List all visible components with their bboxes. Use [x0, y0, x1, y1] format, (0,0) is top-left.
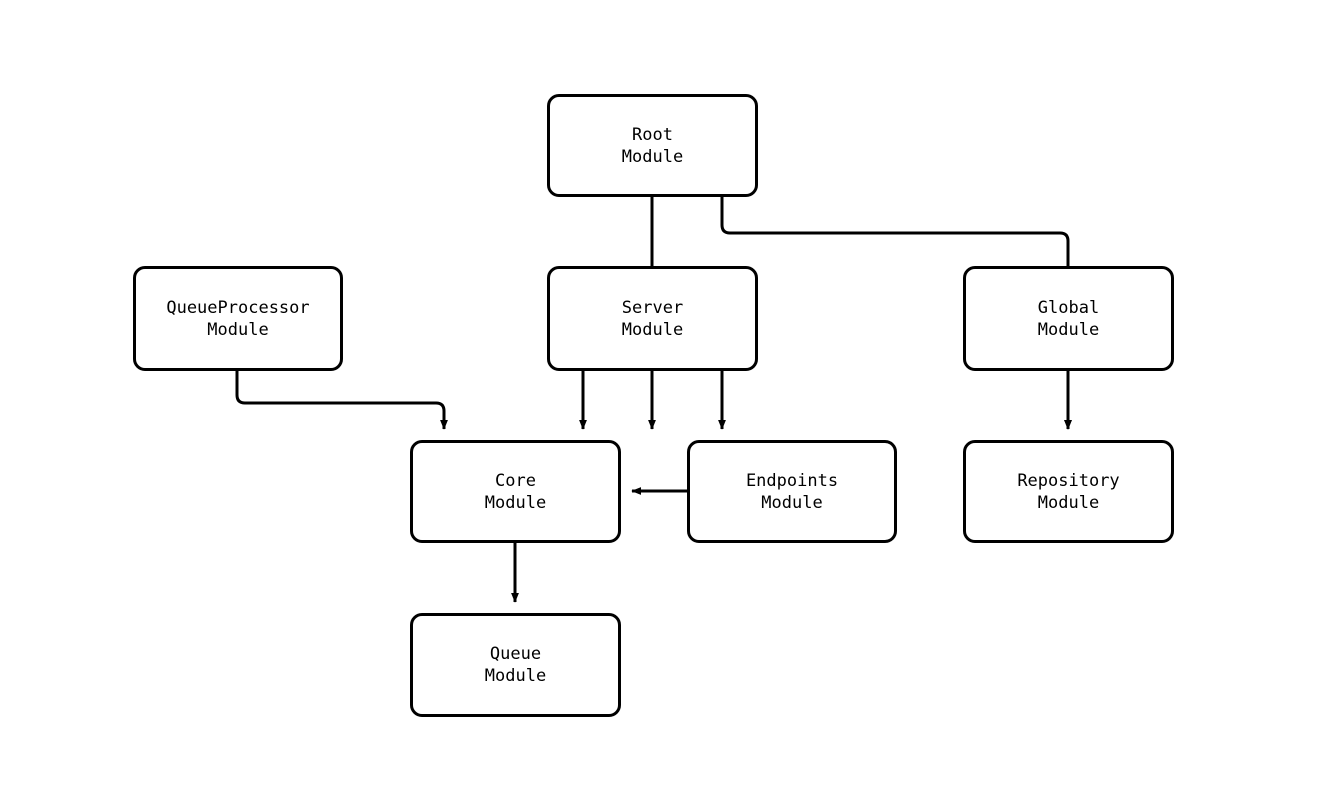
node-label-line1: Server: [621, 297, 684, 318]
queue-module-node[interactable]: Queue Module: [410, 613, 621, 717]
node-label-line1: Queue: [489, 644, 542, 664]
node-label-line2: Module: [484, 666, 547, 686]
repository-module-node[interactable]: Repository Module: [963, 440, 1174, 543]
node-label-line2: Module: [484, 492, 547, 513]
node-label-line1: Repository: [1017, 470, 1120, 491]
node-label-line2: Module: [1037, 492, 1100, 513]
node-label-line2: Module: [207, 319, 269, 340]
node-label-line1: Core: [495, 470, 536, 491]
node-label-line2: Module: [621, 319, 684, 340]
server-module-node[interactable]: Server Module: [547, 266, 758, 371]
root-module-node[interactable]: Root Module: [547, 94, 758, 197]
edge-root-to-global: [720, 197, 1072, 430]
node-label-line1: Endpoints: [745, 470, 839, 491]
global-module-node[interactable]: Global Module: [963, 266, 1174, 371]
queueprocessor-module-node[interactable]: QueueProcessor Module: [133, 266, 343, 371]
node-label-line2: Module: [1037, 319, 1100, 340]
node-label-line2: Module: [761, 492, 823, 513]
node-label-line1: Root: [632, 124, 673, 145]
node-label-line1: Global: [1037, 297, 1100, 318]
endpoints-module-node[interactable]: Endpoints Module: [687, 440, 897, 543]
core-module-node[interactable]: Core Module: [410, 440, 621, 543]
node-label-line2: Module: [621, 146, 684, 167]
edge-queueprocessor-to-core: [235, 371, 448, 430]
node-label-line1: QueueProcessor: [166, 297, 310, 318]
